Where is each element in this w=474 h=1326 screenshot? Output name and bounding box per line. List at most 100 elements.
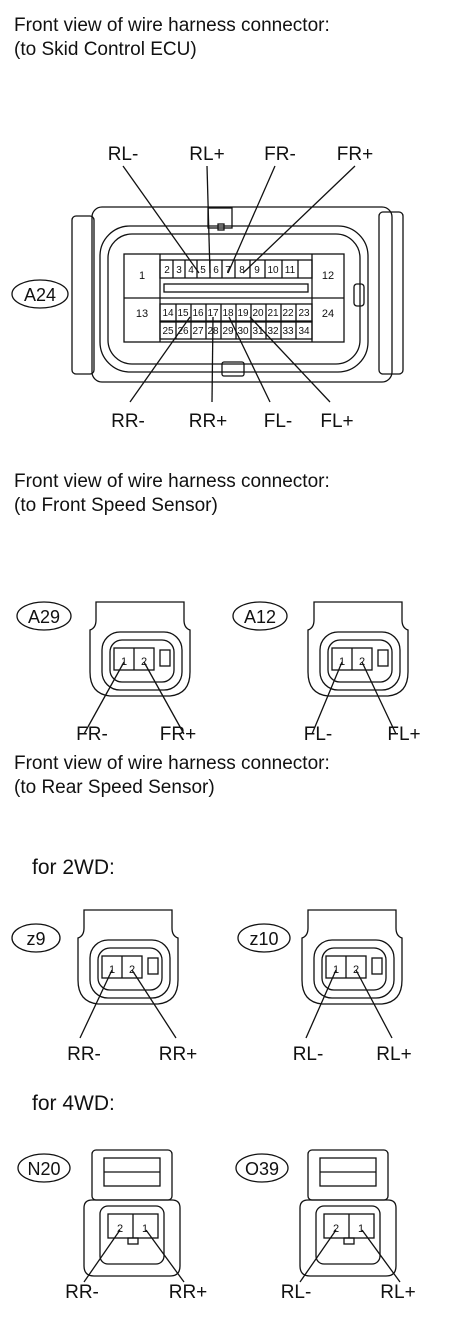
ecu-pin-number: 29 — [222, 326, 234, 337]
front-connector-a29 — [83, 601, 191, 735]
ecu-pin-number: 16 — [192, 308, 204, 319]
sensor-face — [89, 939, 171, 999]
sensor-key — [371, 957, 383, 975]
pin-number: 2 — [129, 964, 135, 976]
wire-label: RL+ — [376, 1044, 411, 1065]
ecu-pin-number: 20 — [252, 308, 264, 319]
ecu-pin-number: 21 — [267, 308, 279, 319]
leader-line — [361, 1229, 401, 1283]
sensor-key — [377, 649, 389, 667]
sensor-face — [101, 631, 183, 691]
wire-label: FR- — [76, 724, 108, 745]
ecu-pin-number: 13 — [136, 308, 148, 320]
connector-id: A29 — [28, 607, 60, 627]
ecu-pin-number: 33 — [282, 326, 294, 337]
ecu-top-label: FR+ — [337, 144, 373, 165]
ecu-pin-row-3 — [159, 321, 313, 340]
wire-label: RL- — [293, 1044, 324, 1065]
ecu-pin-number: 12 — [322, 270, 334, 282]
subheading-2wd: for 2WD: — [32, 856, 115, 879]
ecu-heading-line1: Front view of wire harness connector: — [14, 15, 330, 36]
leader-line — [299, 1229, 337, 1283]
leader-line — [145, 1229, 185, 1283]
wire-label: RR- — [65, 1282, 99, 1303]
ecu-housing-inner — [107, 233, 361, 365]
leader-line — [305, 969, 337, 1039]
sensor-key — [127, 1237, 139, 1245]
ecu-top-label: RL+ — [189, 144, 224, 165]
wire-label: RR+ — [159, 1044, 198, 1065]
connector-id: z9 — [26, 929, 45, 949]
ecu-pin-number: 4 — [188, 265, 194, 276]
leader-line — [131, 969, 177, 1039]
connector-tag-a12 — [232, 601, 288, 631]
ecu-pin-number: 14 — [162, 308, 174, 319]
leader-line — [143, 661, 185, 735]
pin-number: 2 — [333, 1223, 339, 1235]
ecu-heading-line2: (to Skid Control ECU) — [14, 39, 197, 60]
pin-number: 2 — [353, 964, 359, 976]
ecu-pin-number: 7 — [225, 265, 231, 276]
ecu-pin-number: 28 — [207, 326, 219, 337]
connector-tag-z10 — [237, 923, 291, 953]
ecu-pin-number: 22 — [282, 308, 294, 319]
ecu-housing-outer — [91, 206, 393, 383]
sensor-face — [315, 1205, 381, 1265]
ecu-pin-number: 6 — [213, 265, 219, 276]
sensor-key — [343, 1237, 355, 1245]
ecu-pin-number: 10 — [267, 265, 279, 276]
sensor-face-inner — [327, 639, 393, 683]
rear-2wd-connector-z9 — [77, 909, 179, 1039]
rear-4wd-connector-o39 — [299, 1149, 401, 1283]
wire-label: RR+ — [169, 1282, 208, 1303]
ecu-pin-row-frame — [159, 259, 313, 279]
leader-line — [79, 969, 113, 1039]
ecu-housing-body — [99, 225, 369, 373]
wire-label: RR- — [67, 1044, 101, 1065]
connector-id: N20 — [27, 1159, 60, 1179]
ecu-bottom-label: FL+ — [320, 411, 353, 432]
ecu-pin-number: 23 — [298, 308, 310, 319]
ecu-pin-number: 2 — [164, 265, 170, 276]
ecu-pin-number: 8 — [239, 265, 245, 276]
sensor-housing — [89, 601, 191, 697]
pin-number: 2 — [141, 656, 147, 668]
front-sensor-section-heading: Front view of wire harness connector: (t… — [14, 470, 330, 518]
ecu-pin-number: 5 — [200, 265, 206, 276]
ecu-pin-row-1 — [159, 259, 313, 279]
wire-label: FL+ — [387, 724, 420, 745]
leader-line — [361, 661, 397, 735]
ecu-leader-lines — [122, 165, 356, 403]
ecu-right-rail — [378, 211, 404, 375]
ecu-left-rail — [71, 215, 95, 375]
ecu-pin-number: 32 — [267, 326, 279, 337]
sensor-key — [159, 649, 171, 667]
ecu-pin-key-bar — [163, 283, 309, 293]
sensor-face — [313, 939, 395, 999]
ecu-bottom-label: FL- — [264, 411, 293, 432]
wire-label: FL- — [304, 724, 333, 745]
ecu-latch-notch — [217, 223, 225, 231]
connector-id: z10 — [249, 929, 278, 949]
connector-tag-z9 — [11, 923, 61, 953]
front-heading-line1: Front view of wire harness connector: — [14, 471, 330, 492]
pin-number: 1 — [109, 964, 115, 976]
ecu-pin-number: 24 — [322, 308, 334, 320]
leader-line — [83, 1229, 121, 1283]
pin-number: 2 — [359, 656, 365, 668]
connector-id: A12 — [244, 607, 276, 627]
wire-label: RL+ — [380, 1282, 415, 1303]
ecu-pin-number: 31 — [252, 326, 264, 337]
ecu-bottom-latch — [221, 361, 245, 377]
ecu-bottom-label: RR- — [111, 411, 145, 432]
leader-line — [83, 661, 125, 735]
pin-number: 2 — [117, 1223, 123, 1235]
ecu-bottom-label: RR+ — [189, 411, 228, 432]
ecu-top-label: FR- — [264, 144, 296, 165]
front-heading-line2: (to Front Speed Sensor) — [14, 495, 218, 516]
ecu-pin-number: 15 — [177, 308, 189, 319]
sensor-key — [147, 957, 159, 975]
ecu-pin-number: 18 — [222, 308, 234, 319]
leader-line — [355, 969, 393, 1039]
